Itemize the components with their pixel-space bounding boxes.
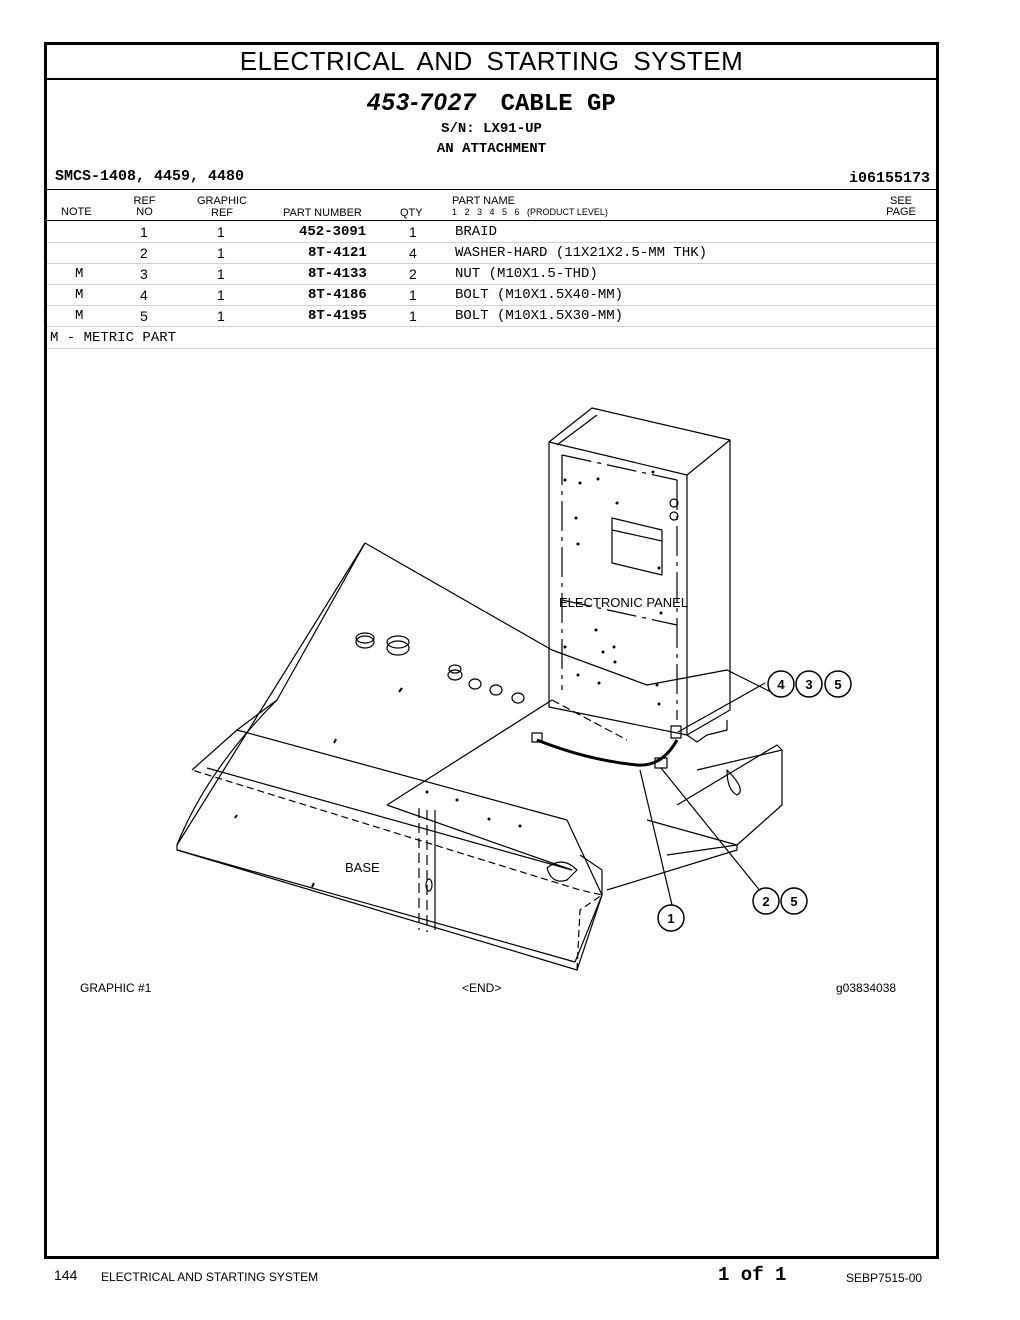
- row-ref: 1: [140, 224, 148, 240]
- callout-1: 1: [667, 911, 674, 926]
- callout-2-bubble: [752, 887, 780, 915]
- row-qty: 1: [409, 308, 417, 324]
- row-part-number: 8T-4133: [308, 266, 367, 282]
- section-title: ELECTRICAL AND STARTING SYSTEM: [47, 45, 936, 80]
- callout-1-bubble: [657, 904, 685, 932]
- header-note: NOTE: [61, 206, 92, 218]
- header-ref-1: REF: [133, 195, 156, 207]
- leader-2-5: [660, 767, 762, 893]
- leader-4-3-5: [677, 682, 766, 733]
- smcs-codes: SMCS-1408, 4459, 4480: [55, 168, 245, 185]
- row-part-name: BRAID: [455, 224, 498, 240]
- table-row: 2 1 8T-4121 4 WASHER-HARD (11X21X2.5-MM …: [47, 242, 936, 264]
- group-heading: 453-7027 CABLE GP: [47, 89, 936, 118]
- row-note: M: [75, 308, 84, 324]
- graphic-id: g03834038: [836, 981, 897, 995]
- row-ref: 4: [140, 287, 148, 303]
- braid-terminal-panel: [670, 725, 682, 739]
- row-part-name: NUT (M10X1.5-THD): [455, 266, 598, 282]
- row-note: M: [75, 266, 84, 282]
- row-qty: 4: [409, 245, 417, 261]
- callout-5b: 5: [790, 894, 797, 909]
- table-row: 1 1 452-3091 1 BRAID: [47, 221, 936, 243]
- callout-2: 2: [762, 894, 769, 909]
- row-graphic: 1: [217, 287, 225, 303]
- header-qty: QTY: [400, 207, 423, 219]
- header-graphic-1: GRAPHIC: [196, 195, 248, 207]
- footer-section: ELECTRICAL AND STARTING SYSTEM: [101, 1270, 319, 1284]
- end-caption: <END>: [462, 981, 502, 995]
- header-see-2: PAGE: [886, 206, 916, 218]
- group-name: CABLE GP: [500, 91, 616, 118]
- row-qty: 2: [409, 266, 417, 282]
- base-frame: [176, 542, 783, 971]
- callout-5: 5: [834, 677, 841, 692]
- row-ref: 3: [140, 266, 148, 282]
- table-top-rule: [47, 189, 936, 190]
- footer-page-of: 1 of 1: [718, 1264, 787, 1286]
- metric-rule: [47, 348, 936, 349]
- label-electronic-panel: ELECTRONIC PANEL: [559, 595, 688, 610]
- header-part-name: PART NAME: [452, 195, 515, 207]
- callout-5-bubble: [824, 670, 852, 698]
- row-qty: 1: [409, 287, 417, 303]
- row-part-number: 8T-4195: [308, 308, 367, 324]
- footer-page-number: 144: [54, 1267, 78, 1283]
- leader-1: [639, 769, 673, 906]
- callout-4: 4: [777, 677, 785, 692]
- panel-fasteners: [425, 470, 663, 828]
- callout-3-bubble: [795, 670, 823, 698]
- electronic-panel: [548, 407, 731, 743]
- serial-numbers: S/N: LX91-UP: [441, 121, 542, 137]
- callout-5b-bubble: [780, 887, 808, 915]
- page-frame: ELECTRICAL AND STARTING SYSTEM 453-7027 C…: [44, 42, 939, 1259]
- row-ref: 2: [140, 245, 148, 261]
- row-ref: 5: [140, 308, 148, 324]
- row-part-number: 8T-4121: [308, 245, 367, 261]
- callout-4-bubble: [767, 670, 795, 698]
- row-graphic: 1: [217, 266, 225, 282]
- row-note: M: [75, 287, 84, 303]
- table-row: M 3 1 8T-4133 2 NUT (M10X1.5-THD): [47, 263, 936, 285]
- braid-cable: [536, 738, 679, 767]
- table-header-rule: [47, 220, 936, 221]
- table-row: M 5 1 8T-4195 1 BOLT (M10X1.5X30-MM): [47, 305, 936, 327]
- group-part-number: 453-7027: [367, 89, 477, 116]
- row-graphic: 1: [217, 245, 225, 261]
- graphic-caption: GRAPHIC #1: [80, 981, 152, 995]
- metric-note: M - METRIC PART: [50, 330, 177, 346]
- header-product-levels: 1 2 3 4 5 6 (PRODUCT LEVEL): [452, 207, 608, 217]
- exploded-view-drawing: ELECTRONIC PANEL BASE 4 3 5 2 5 1: [176, 407, 852, 971]
- row-part-name: WASHER-HARD (11X21X2.5-MM THK): [455, 245, 708, 261]
- row-part-number: 8T-4186: [308, 287, 367, 303]
- header-see-1: SEE: [889, 195, 912, 207]
- attachment-label: AN ATTACHMENT: [436, 141, 547, 157]
- callout-3: 3: [805, 677, 812, 692]
- header-graphic-2: REF: [211, 207, 233, 219]
- row-graphic: 1: [217, 224, 225, 240]
- row-graphic: 1: [217, 308, 225, 324]
- row-part-name: BOLT (M10X1.5X40-MM): [455, 287, 624, 303]
- table-row: M 4 1 8T-4186 1 BOLT (M10X1.5X40-MM): [47, 284, 936, 306]
- row-part-name: BOLT (M10X1.5X30-MM): [455, 308, 624, 324]
- illustration-id: i06155173: [848, 170, 930, 187]
- row-qty: 1: [409, 224, 417, 240]
- label-base: BASE: [345, 860, 380, 875]
- braid-terminal-left: [531, 732, 543, 743]
- header-part-number: PART NUMBER: [283, 207, 362, 219]
- header-ref-2: NO: [136, 206, 153, 218]
- footer-doc-number: SEBP7515-00: [846, 1271, 923, 1285]
- row-part-number: 452-3091: [299, 224, 367, 240]
